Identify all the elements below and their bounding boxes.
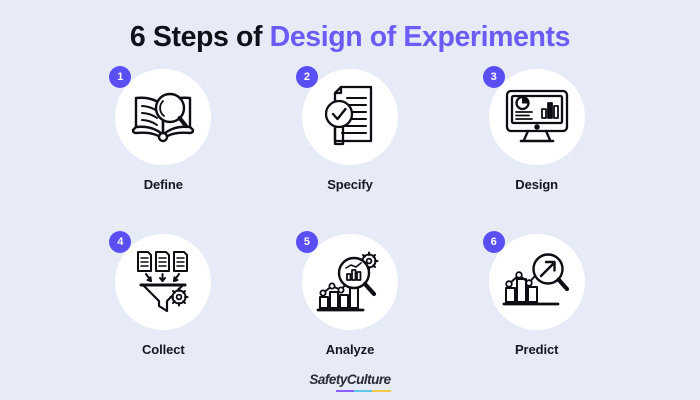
monitor-dashboard-icon xyxy=(505,90,568,143)
step-item-analyze: 5 xyxy=(270,231,430,399)
footer: SafetyCulture xyxy=(0,371,700,392)
step-icon-wrap: 4 xyxy=(109,231,212,331)
bar-chart-magnifier-arrow-icon xyxy=(502,253,569,306)
document-check-magnifier-icon xyxy=(324,86,373,146)
step-item-define: 1 xyxy=(83,66,243,234)
logo-underline-segment-2 xyxy=(354,389,373,392)
step-number-badge: 1 xyxy=(109,66,132,89)
logo-text-culture: Culture xyxy=(346,372,391,387)
step-item-collect: 4 xyxy=(83,231,243,399)
title-accent-part: Design of Experiments xyxy=(269,21,571,53)
step-icon-wrap: 6 xyxy=(482,231,585,331)
step-item-specify: 2 xyxy=(270,66,430,234)
step-icon-circle xyxy=(115,234,212,331)
logo-underline-segment-1 xyxy=(336,389,355,392)
step-label: Analyze xyxy=(325,342,375,358)
step-icon-wrap: 3 xyxy=(482,66,585,166)
step-label: Collect xyxy=(142,342,185,358)
step-label: Specify xyxy=(327,177,373,193)
step-item-predict: 6 xyxy=(457,231,617,399)
step-icon-wrap: 5 xyxy=(295,231,398,331)
step-number-badge: 4 xyxy=(109,231,132,254)
step-number-badge: 2 xyxy=(295,66,318,89)
step-label: Design xyxy=(515,177,559,193)
step-number-badge: 3 xyxy=(482,66,505,89)
safetyculture-logo: SafetyCulture xyxy=(309,371,391,392)
step-icon-wrap: 1 xyxy=(109,66,212,166)
step-icon-circle xyxy=(301,234,398,331)
step-icon-circle xyxy=(488,234,585,331)
step-number-badge: 5 xyxy=(295,231,318,254)
steps-grid: 1 xyxy=(70,66,630,399)
documents-funnel-gear-icon xyxy=(137,251,189,313)
step-item-design: 3 xyxy=(457,66,617,234)
step-label: Predict xyxy=(514,342,559,358)
book-magnifier-icon xyxy=(132,93,195,143)
step-icon-circle xyxy=(301,69,398,166)
page-title: 6 Steps of Design of Experiments xyxy=(0,21,700,53)
title-dark-part: 6 Steps of xyxy=(129,21,270,53)
logo-underline-segment-3 xyxy=(372,389,391,392)
logo-text-safety: Safety xyxy=(309,372,347,387)
bar-chart-magnifier-gear-icon xyxy=(316,251,379,312)
step-icon-circle xyxy=(115,69,212,166)
logo-underline xyxy=(336,389,391,392)
step-number-badge: 6 xyxy=(482,231,505,254)
step-icon-wrap: 2 xyxy=(295,66,398,166)
step-label: Define xyxy=(143,177,183,193)
step-icon-circle xyxy=(488,69,585,166)
